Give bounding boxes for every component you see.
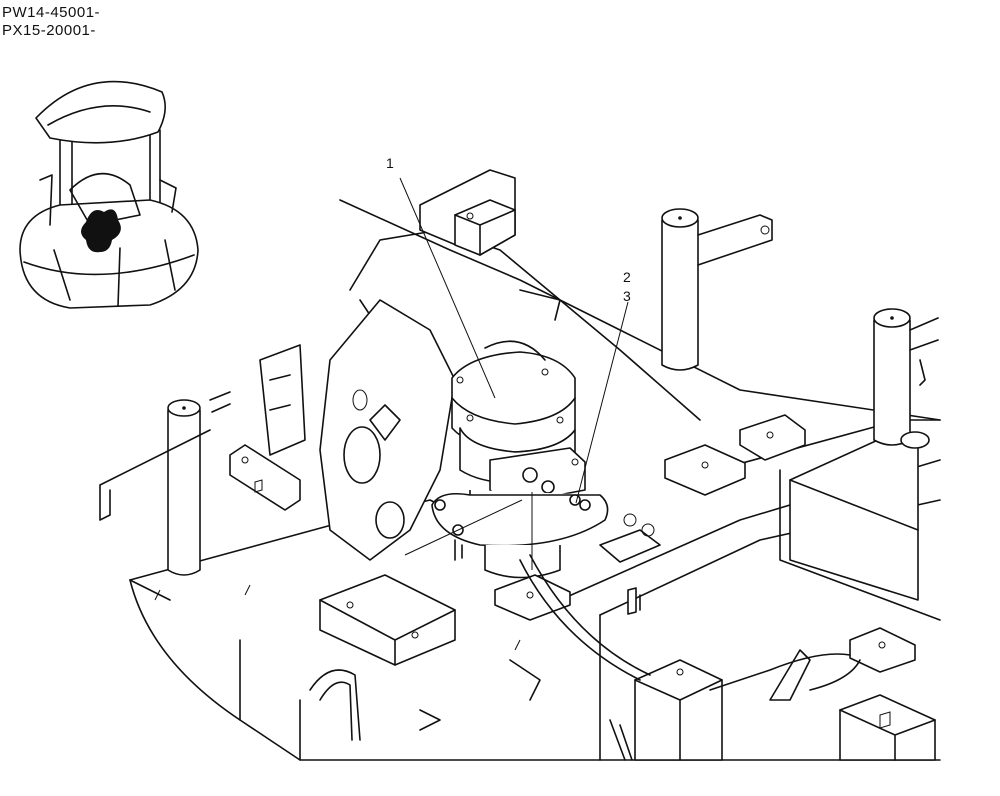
right-posts xyxy=(661,208,939,449)
mounting-pads xyxy=(319,414,806,666)
swing-motor-assembly xyxy=(431,340,609,579)
machine-overview-inset xyxy=(19,80,199,309)
serial-number-2: PX15-20001- xyxy=(2,22,96,39)
hydraulic-hoses xyxy=(309,554,861,761)
serial-number-block: PW14-45001- PX15-20001- xyxy=(2,4,100,40)
upper-mount-bracket xyxy=(339,169,941,431)
swing-motor-cover xyxy=(451,351,576,453)
lower-right-blocks xyxy=(634,627,936,761)
leader-line-valve xyxy=(404,499,523,556)
callout-1: 1 xyxy=(386,155,394,171)
callout-3: 3 xyxy=(623,288,631,304)
highlighted-swing-motor-mark xyxy=(81,209,121,253)
mounting-bolt xyxy=(569,494,581,506)
callout-2: 2 xyxy=(623,269,631,285)
leader-lines xyxy=(399,177,629,570)
serial-number-1: PW14-45001- xyxy=(2,4,101,21)
leader-line-2-3 xyxy=(575,301,629,504)
left-side-plate xyxy=(259,299,456,561)
leader-line-1 xyxy=(399,177,496,399)
canopy-roof xyxy=(35,80,166,144)
stopper-block xyxy=(454,199,516,256)
reduction-gear-flange xyxy=(431,492,609,547)
left-post xyxy=(99,391,301,576)
side-plate xyxy=(789,429,919,601)
